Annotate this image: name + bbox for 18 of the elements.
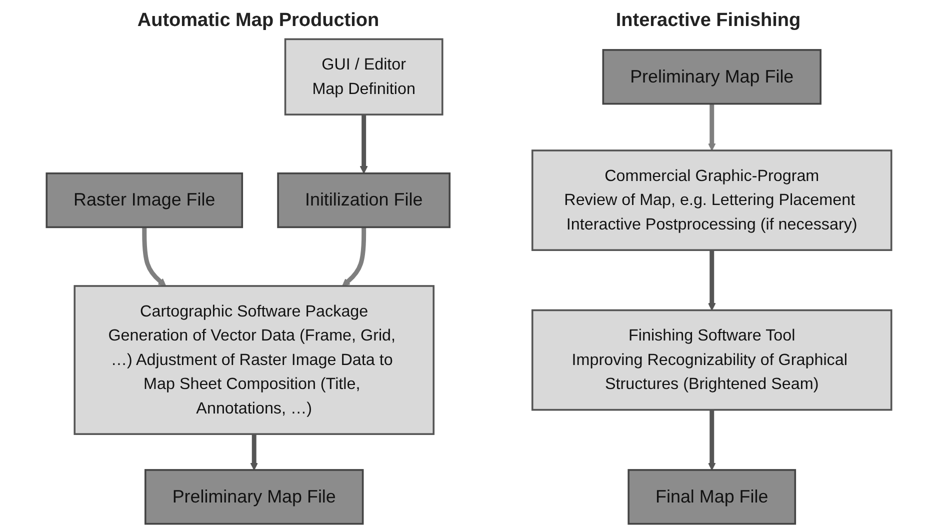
arrow — [708, 410, 716, 470]
arrow — [708, 250, 716, 311]
node-box: Preliminary Map File — [144, 469, 364, 525]
node-box: Raster Image File — [46, 172, 244, 228]
node-box: GUI / Editor Map Definition — [284, 38, 444, 116]
arrow — [142, 227, 166, 286]
arrow — [342, 227, 366, 286]
node-box: Finishing Software Tool Improving Recognizability of Graphical Structures (Brightened Seam) — [531, 309, 892, 411]
node-box: Final Map File — [628, 469, 796, 525]
arrow — [360, 114, 368, 174]
node-box: Preliminary Map File — [602, 49, 822, 105]
node-box: Initilization File — [277, 172, 451, 228]
arrow — [708, 104, 716, 151]
arrow — [250, 434, 258, 470]
node-box: Cartographic Software Package Generation of Vector Data (Frame, Grid, …) Adjustment of Raster Image Data to Map Sheet Composition (Title, Annotations, …) — [74, 285, 434, 435]
column-heading: Interactive Finishing — [616, 10, 801, 32]
node-box: Commercial Graphic-Program Review of Map, e.g. Lettering Placement Interactive Postprocessing (if necessary) — [531, 150, 892, 251]
column-heading: Automatic Map Production — [137, 10, 380, 32]
